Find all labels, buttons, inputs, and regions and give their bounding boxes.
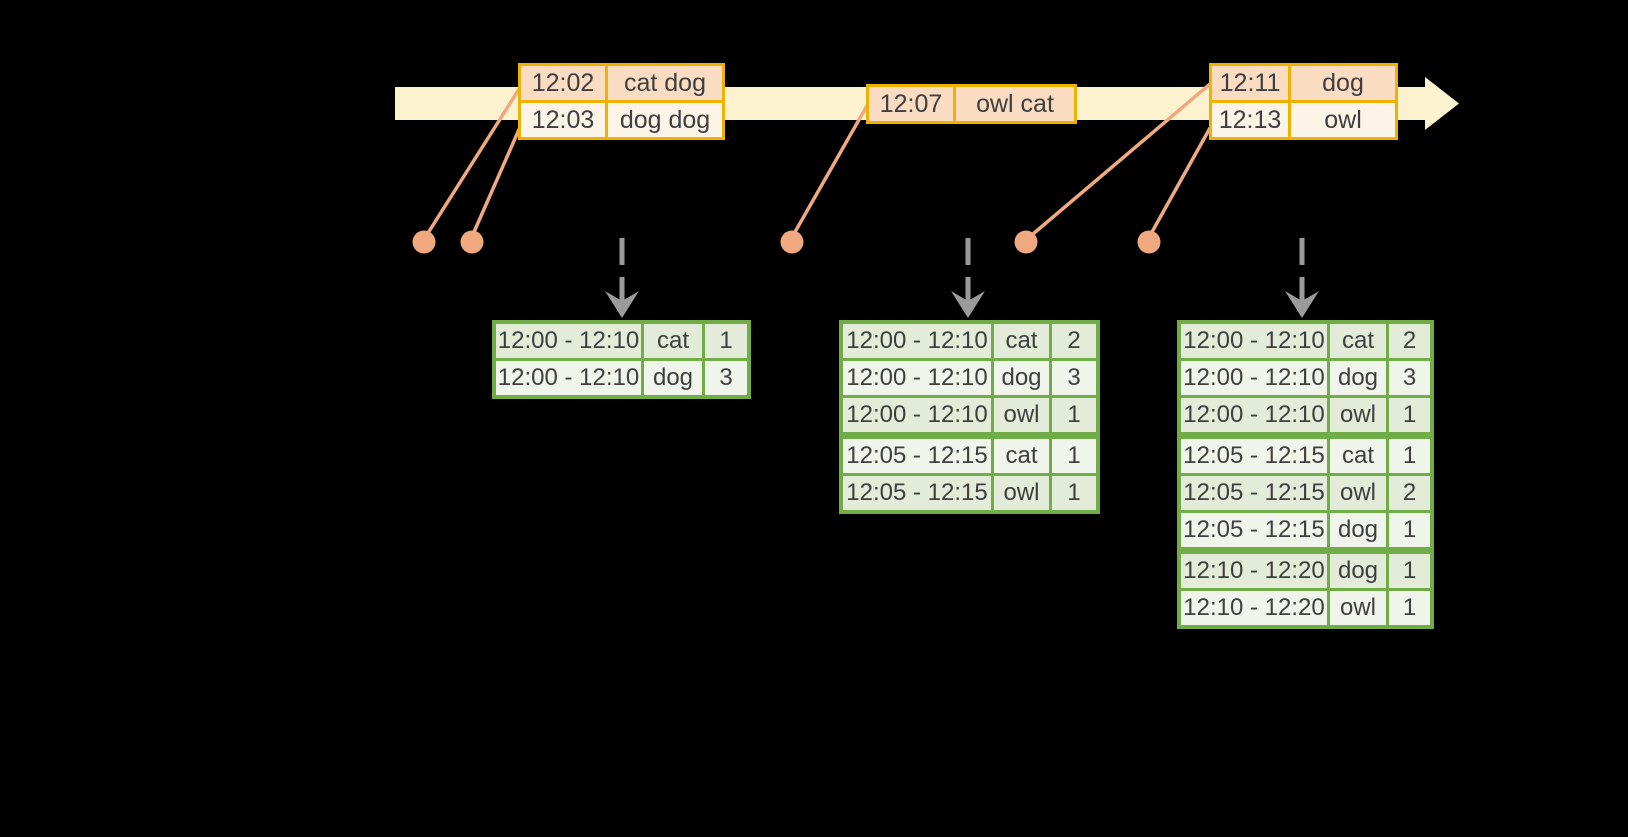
word-cell: cat: [994, 324, 1049, 358]
window-group-separator: [1181, 435, 1430, 436]
window-cell: 12:05 - 12:15: [1181, 439, 1327, 473]
result-table: 12:00 - 12:10 cat 2 12:00 - 12:10 dog 3 …: [1177, 320, 1434, 629]
timeline-arrowhead-icon: [1425, 77, 1459, 130]
window-cell: 12:00 - 12:10: [496, 324, 641, 358]
count-cell: 1: [1389, 591, 1430, 625]
event-dot: [780, 230, 804, 254]
event-time-cell: 12:02: [521, 66, 605, 100]
window-cell: 12:00 - 12:10: [843, 398, 991, 432]
word-cell: dog: [994, 361, 1049, 395]
connector-line: [426, 85, 523, 234]
window-cell: 12:00 - 12:10: [1181, 324, 1327, 358]
event-table: 12:07 owl cat: [866, 84, 1077, 124]
event-words-cell: dog: [1291, 66, 1395, 100]
event-dot: [412, 230, 436, 254]
event-table: 12:11 dog 12:13 owl: [1209, 63, 1398, 140]
window-cell: 12:10 - 12:20: [1181, 591, 1327, 625]
word-cell: owl: [1330, 591, 1386, 625]
event-dot: [1014, 230, 1038, 254]
word-cell: owl: [1330, 398, 1386, 432]
count-cell: 3: [1052, 361, 1096, 395]
word-cell: cat: [1330, 324, 1386, 358]
event-words-cell: cat dog: [608, 66, 722, 100]
word-cell: dog: [1330, 513, 1386, 547]
window-group-separator: [1181, 550, 1430, 551]
word-cell: dog: [1330, 361, 1386, 395]
word-cell: cat: [994, 439, 1049, 473]
event-words-cell: owl cat: [956, 87, 1074, 121]
window-group-separator: [843, 435, 1096, 436]
word-cell: dog: [644, 361, 702, 395]
word-cell: owl: [1330, 476, 1386, 510]
window-cell: 12:00 - 12:10: [843, 324, 991, 358]
trigger-arrow-head-icon: [951, 291, 985, 318]
count-cell: 2: [1052, 324, 1096, 358]
count-cell: 1: [1389, 439, 1430, 473]
count-cell: 3: [1389, 361, 1430, 395]
connector-line: [1150, 127, 1212, 233]
window-cell: 12:00 - 12:10: [496, 361, 641, 395]
event-dot: [1137, 230, 1161, 254]
window-cell: 12:05 - 12:15: [1181, 476, 1327, 510]
trigger-arrow-head-icon: [605, 291, 639, 318]
result-table: 12:00 - 12:10 cat 2 12:00 - 12:10 dog 3 …: [839, 320, 1100, 514]
count-cell: 1: [1052, 476, 1096, 510]
count-cell: 1: [1389, 554, 1430, 588]
word-cell: owl: [994, 398, 1049, 432]
window-cell: 12:00 - 12:10: [843, 361, 991, 395]
event-words-cell: dog dog: [608, 103, 722, 137]
window-cell: 12:05 - 12:15: [843, 439, 991, 473]
window-cell: 12:00 - 12:10: [1181, 361, 1327, 395]
count-cell: 2: [1389, 476, 1430, 510]
count-cell: 1: [1389, 398, 1430, 432]
event-table: 12:02 cat dog 12:03 dog dog: [518, 63, 725, 140]
window-cell: 12:10 - 12:20: [1181, 554, 1327, 588]
event-words-cell: owl: [1291, 103, 1395, 137]
window-cell: 12:00 - 12:10: [1181, 398, 1327, 432]
event-time-cell: 12:13: [1212, 103, 1288, 137]
trigger-arrows: [605, 238, 1319, 318]
word-cell: cat: [644, 324, 702, 358]
result-table: 12:00 - 12:10 cat 1 12:00 - 12:10 dog 3: [492, 320, 751, 399]
window-cell: 12:05 - 12:15: [1181, 513, 1327, 547]
count-cell: 1: [705, 324, 747, 358]
count-cell: 1: [1052, 439, 1096, 473]
event-time-cell: 12:03: [521, 103, 605, 137]
word-cell: cat: [1330, 439, 1386, 473]
word-cell: owl: [994, 476, 1049, 510]
word-cell: dog: [1330, 554, 1386, 588]
connector-line: [472, 124, 523, 233]
count-cell: 3: [705, 361, 747, 395]
event-dot: [460, 230, 484, 254]
connector-line: [793, 103, 870, 233]
trigger-arrow-head-icon: [1285, 291, 1319, 318]
window-cell: 12:05 - 12:15: [843, 476, 991, 510]
count-cell: 2: [1389, 324, 1430, 358]
event-time-cell: 12:11: [1212, 66, 1288, 100]
count-cell: 1: [1389, 513, 1430, 547]
event-time-cell: 12:07: [869, 87, 953, 121]
count-cell: 1: [1052, 398, 1096, 432]
event-dots: [412, 230, 1161, 254]
